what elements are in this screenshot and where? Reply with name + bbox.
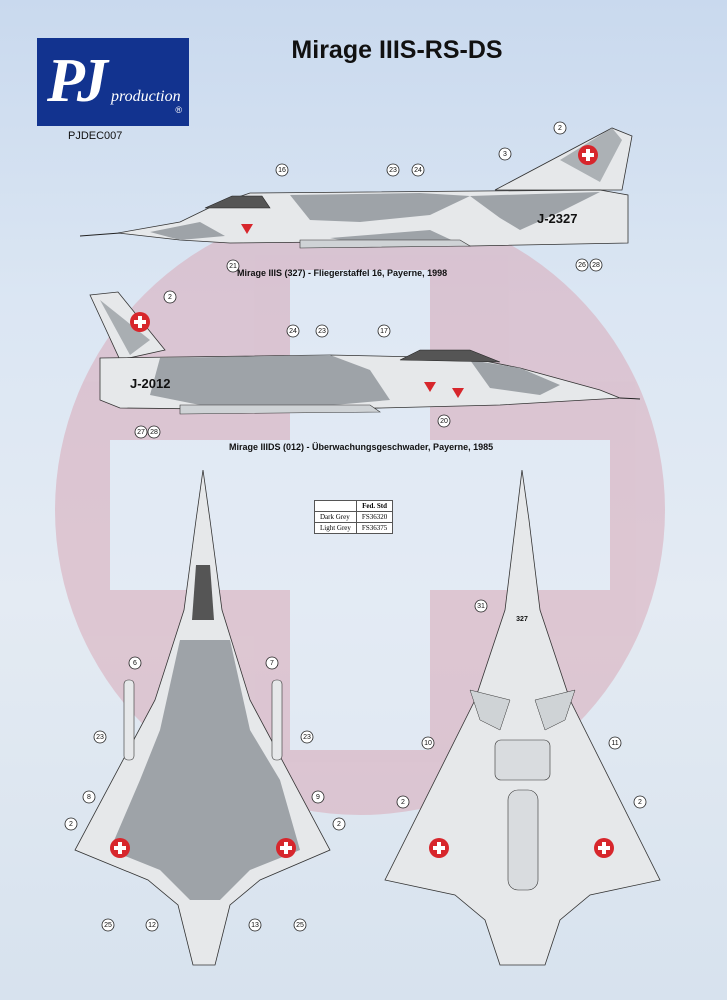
callout-p2-0: 2 xyxy=(163,290,177,304)
callout-top-7: 2 xyxy=(332,817,346,831)
svg-text:2: 2 xyxy=(168,294,172,301)
callout-top-2: 23 xyxy=(93,730,107,744)
callout-p1-6: 26 xyxy=(575,258,589,272)
svg-text:2: 2 xyxy=(337,821,341,828)
bottom-view: 327 xyxy=(384,469,661,966)
svg-text:28: 28 xyxy=(592,262,600,269)
svg-text:17: 17 xyxy=(380,328,388,335)
table-header-cell xyxy=(314,500,357,512)
svg-text:13: 13 xyxy=(251,922,259,929)
callout-bot-3: 2 xyxy=(396,795,410,809)
nose-number: 327 xyxy=(516,616,528,623)
svg-text:8: 8 xyxy=(87,794,91,801)
table-row: Dark Grey FS36320 xyxy=(314,511,394,523)
callout-top-5: 9 xyxy=(311,790,325,804)
table-cell: FS36375 xyxy=(355,522,394,534)
callout-p2-6: 20 xyxy=(437,414,451,428)
svg-text:28: 28 xyxy=(150,429,158,436)
svg-text:20: 20 xyxy=(440,418,448,425)
product-code: PJDEC007 xyxy=(68,130,123,142)
callout-top-9: 12 xyxy=(145,918,159,932)
svg-text:25: 25 xyxy=(104,922,112,929)
callout-p2-3: 17 xyxy=(377,324,391,338)
svg-text:24: 24 xyxy=(414,167,422,174)
table-cell: FS36320 xyxy=(355,511,394,523)
callout-bot-0: 31 xyxy=(474,599,488,613)
svg-text:23: 23 xyxy=(318,328,326,335)
table-row: Light Grey FS36375 xyxy=(314,522,394,534)
svg-text:6: 6 xyxy=(133,660,137,667)
profile-2-serial: J-2012 xyxy=(130,376,170,391)
callout-p1-4: 24 xyxy=(411,163,425,177)
callouts: 2 3 16 23 24 21 26 28 2 24 23 17 27 28 2… xyxy=(64,121,647,932)
svg-text:9: 9 xyxy=(316,794,320,801)
callout-p2-5: 28 xyxy=(147,425,161,439)
callout-p1-1: 3 xyxy=(498,147,512,161)
svg-text:2: 2 xyxy=(638,799,642,806)
callout-p2-2: 23 xyxy=(315,324,329,338)
svg-text:12: 12 xyxy=(148,922,156,929)
callout-top-10: 13 xyxy=(248,918,262,932)
svg-text:23: 23 xyxy=(389,167,397,174)
publisher-logo: PJ production ® xyxy=(37,38,189,126)
svg-text:26: 26 xyxy=(578,262,586,269)
callout-top-8: 25 xyxy=(101,918,115,932)
profile-1-caption: Mirage IIIS (327) - Fliegerstaffel 16, P… xyxy=(237,268,448,278)
table-header-cell: Fed. Std xyxy=(355,500,394,512)
callout-top-3: 23 xyxy=(300,730,314,744)
profile-2-caption: Mirage IIIDS (012) - Überwachungsgeschwa… xyxy=(229,442,494,452)
svg-text:27: 27 xyxy=(137,429,145,436)
logo-mark: PJ xyxy=(47,47,108,115)
callout-bot-2: 11 xyxy=(608,736,622,750)
callout-top-1: 7 xyxy=(265,656,279,670)
svg-text:11: 11 xyxy=(611,740,618,747)
table-cell: Dark Grey xyxy=(314,511,357,523)
svg-text:3: 3 xyxy=(503,151,507,158)
color-reference-table: Fed. Std Dark Grey FS36320 Light Grey FS… xyxy=(314,500,394,534)
svg-text:31: 31 xyxy=(477,603,485,610)
callout-top-0: 6 xyxy=(128,656,142,670)
callout-p1-0: 2 xyxy=(553,121,567,135)
callout-p1-7: 28 xyxy=(589,258,603,272)
logo-wordmark: production xyxy=(111,88,181,105)
profile-mirage-iiids: J-2012 xyxy=(89,291,641,415)
svg-text:23: 23 xyxy=(303,734,311,741)
callout-top-11: 25 xyxy=(293,918,307,932)
svg-text:7: 7 xyxy=(270,660,274,667)
profile-mirage-iiis: J-2327 xyxy=(79,127,633,249)
callout-p2-1: 24 xyxy=(286,324,300,338)
callout-p1-2: 16 xyxy=(275,163,289,177)
callout-p2-4: 27 xyxy=(134,425,148,439)
callout-bot-1: 10 xyxy=(421,736,435,750)
callout-bot-4: 2 xyxy=(633,795,647,809)
svg-text:10: 10 xyxy=(424,740,432,747)
table-header-row: Fed. Std xyxy=(314,500,394,512)
table-cell: Light Grey xyxy=(314,522,357,534)
svg-text:16: 16 xyxy=(278,167,286,174)
svg-text:2: 2 xyxy=(69,821,73,828)
svg-text:24: 24 xyxy=(289,328,297,335)
callout-p1-3: 23 xyxy=(386,163,400,177)
callout-top-6: 2 xyxy=(64,817,78,831)
svg-text:2: 2 xyxy=(558,125,562,132)
svg-text:23: 23 xyxy=(96,734,104,741)
callout-p1-5: 21 xyxy=(226,259,240,273)
svg-text:2: 2 xyxy=(401,799,405,806)
registered-mark: ® xyxy=(175,105,182,115)
svg-text:21: 21 xyxy=(229,263,237,270)
svg-text:25: 25 xyxy=(296,922,304,929)
callout-top-4: 8 xyxy=(82,790,96,804)
sheet-title: Mirage IIIS-RS-DS xyxy=(291,36,503,64)
top-view xyxy=(74,469,331,966)
profile-1-serial: J-2327 xyxy=(537,211,577,226)
